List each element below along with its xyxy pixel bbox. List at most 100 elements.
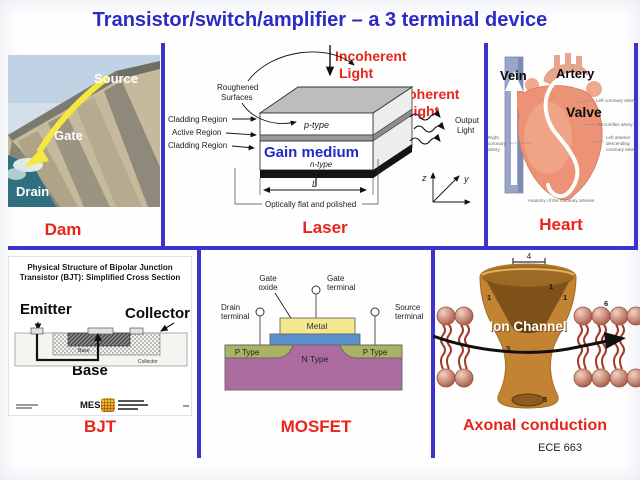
drain-terminal-label-2: terminal: [221, 312, 250, 321]
bjt-wire: [35, 334, 100, 362]
ion-channel-label: Ion Channel: [489, 319, 566, 334]
num-rim-top: 1: [549, 282, 553, 291]
incoherent-light-label-1: Incoherent: [335, 48, 407, 64]
source-terminal-label-1: Source: [395, 303, 421, 312]
grid-vertical-border-right: [634, 43, 638, 250]
oxide-layer: [269, 333, 361, 346]
drain-terminal-label-1: Drain: [221, 303, 240, 312]
course-number: ECE 663: [537, 442, 583, 454]
artery-label: Artery: [556, 66, 595, 81]
num-center: 3: [506, 344, 510, 353]
dam-drain-label: Drain: [16, 184, 49, 199]
num-top: 4: [527, 252, 532, 261]
bjt-base-small-label: Base: [78, 348, 90, 354]
axis-y-label: y: [463, 174, 469, 184]
roughened-arrow-top: [247, 51, 355, 82]
roughened-label-1: Roughened: [217, 83, 258, 92]
left-coronary-label: Left coronary artery: [596, 98, 637, 103]
axes: z y: [421, 172, 471, 205]
vein-up-arrow: [505, 71, 523, 185]
bjt-emitter-label: Emitter: [20, 301, 72, 318]
output-light-label-2: Light: [457, 126, 475, 135]
bjt-caption: BJT: [83, 417, 117, 436]
coherent-light-label-1: Coherent: [398, 86, 460, 102]
mosfet-caption: MOSFET: [280, 417, 352, 436]
grid-horizontal-divider: [8, 246, 638, 250]
gate-terminal-label-2: terminal: [327, 283, 356, 292]
right-coronary-label-1: Right: [488, 135, 499, 140]
right-coronary-label-3: artery: [488, 147, 500, 152]
dam-photo: Source Gate Drain: [8, 55, 160, 207]
vein-label: Vein: [500, 68, 527, 83]
coherent-light-label-2: Light: [405, 103, 440, 119]
page-title: Transistor/switch/amplifier – a 3 termin…: [92, 9, 548, 31]
dam-caption: Dam: [44, 220, 82, 239]
valve-label: Valve: [566, 104, 602, 120]
dam-flow-arrow: [24, 74, 110, 167]
dam-source-label: Source: [94, 71, 138, 86]
gate-terminal-label-1: Gate: [327, 274, 345, 283]
collector-pointer-arrow: [160, 322, 175, 332]
heart-diagram: Right coronary artery Left coronary arte…: [488, 53, 637, 203]
bjt-figure-title: Physical Structure of Bipolar Junction T…: [14, 263, 186, 283]
bjt-page-number: [183, 405, 189, 407]
channel-protein: [479, 263, 577, 409]
axis-z-label: z: [421, 173, 427, 183]
length-symbol: L: [312, 179, 317, 189]
bjt-cross-section: Base Collector: [14, 322, 188, 367]
grid-vertical-divider-top-1: [161, 43, 165, 250]
collector-contact: [129, 327, 144, 335]
bjt-fineprint-left: [16, 404, 38, 406]
cladding-region-bottom-label: Cladding Region: [168, 141, 227, 150]
dam-gate-label: Gate: [54, 128, 83, 143]
lad-label-3: coronary artery: [606, 147, 637, 152]
p-type-left-label: P Type: [235, 348, 260, 357]
coronary-labels: Right coronary artery Left coronary arte…: [488, 98, 637, 203]
num-rim-left: 1: [487, 293, 491, 302]
laser-diagram: Incoherent Light Coherent Light p-type G…: [168, 45, 480, 209]
dam-structure: [8, 61, 160, 207]
ion-channel-diagram: 4: [433, 252, 640, 409]
metal-label: Metal: [307, 321, 328, 331]
p-type-right-label: P Type: [363, 348, 388, 357]
mes-logo-icon: [101, 398, 115, 412]
heart-flow-curve: [543, 72, 583, 199]
circumflex-label: Circumflex artery: [598, 122, 633, 127]
mosfet-diagram: Gate oxide Gate terminal Drain terminal …: [221, 274, 424, 391]
bjt-figure-title-line2: Transistor (BJT): Simplified Cross Secti…: [19, 273, 181, 282]
mes-fineprint: [118, 400, 144, 402]
source-terminal-label-2: terminal: [395, 312, 424, 321]
n-type-label: N Type: [302, 354, 329, 364]
incoherent-light-label-2: Light: [339, 65, 374, 81]
anatomy-caption: Anatomy of the coronary arteries: [528, 198, 595, 203]
right-coronary-label-2: coronary: [488, 141, 507, 146]
gate-terminal-circle: [311, 285, 321, 295]
lad-label-2: descending: [606, 141, 630, 146]
bjt-collector-small-label: Collector: [138, 359, 158, 365]
heart-vessels: [525, 53, 602, 103]
gain-medium-label: Gain medium: [264, 144, 359, 161]
optically-flat-label: Optically flat and polished: [265, 200, 356, 209]
active-region-label: Active Region: [172, 128, 221, 137]
roughened-arrow-bottom: [241, 102, 297, 126]
gate-oxide-label-2: oxide: [258, 283, 278, 292]
ion-flow-arrow: [433, 332, 626, 354]
svg-text:Ion Channel: Ion Channel: [490, 320, 567, 335]
laser-caption: Laser: [302, 218, 348, 237]
drain-terminal-circle: [255, 307, 265, 317]
mes-logo-text: MES: [80, 400, 101, 411]
coherent-waves: [409, 109, 445, 145]
axonal-caption: Axonal conduction: [463, 417, 607, 434]
cladding-region-top-label: Cladding Region: [168, 115, 227, 124]
bjt-figure-title-line1: Physical Structure of Bipolar Junction: [27, 263, 173, 272]
roughened-label-2: Surfaces: [221, 93, 253, 102]
laser-box: [258, 86, 414, 186]
lipid-bilayer-right: [573, 306, 640, 388]
lad-label-1: Left anterior: [606, 135, 631, 140]
source-terminal-circle: [370, 307, 380, 317]
grid-vertical-divider-bottom-1: [197, 250, 201, 458]
emitter-contact: [30, 327, 44, 335]
num-bottom: 5: [543, 395, 547, 404]
p-region-right: [339, 344, 403, 359]
